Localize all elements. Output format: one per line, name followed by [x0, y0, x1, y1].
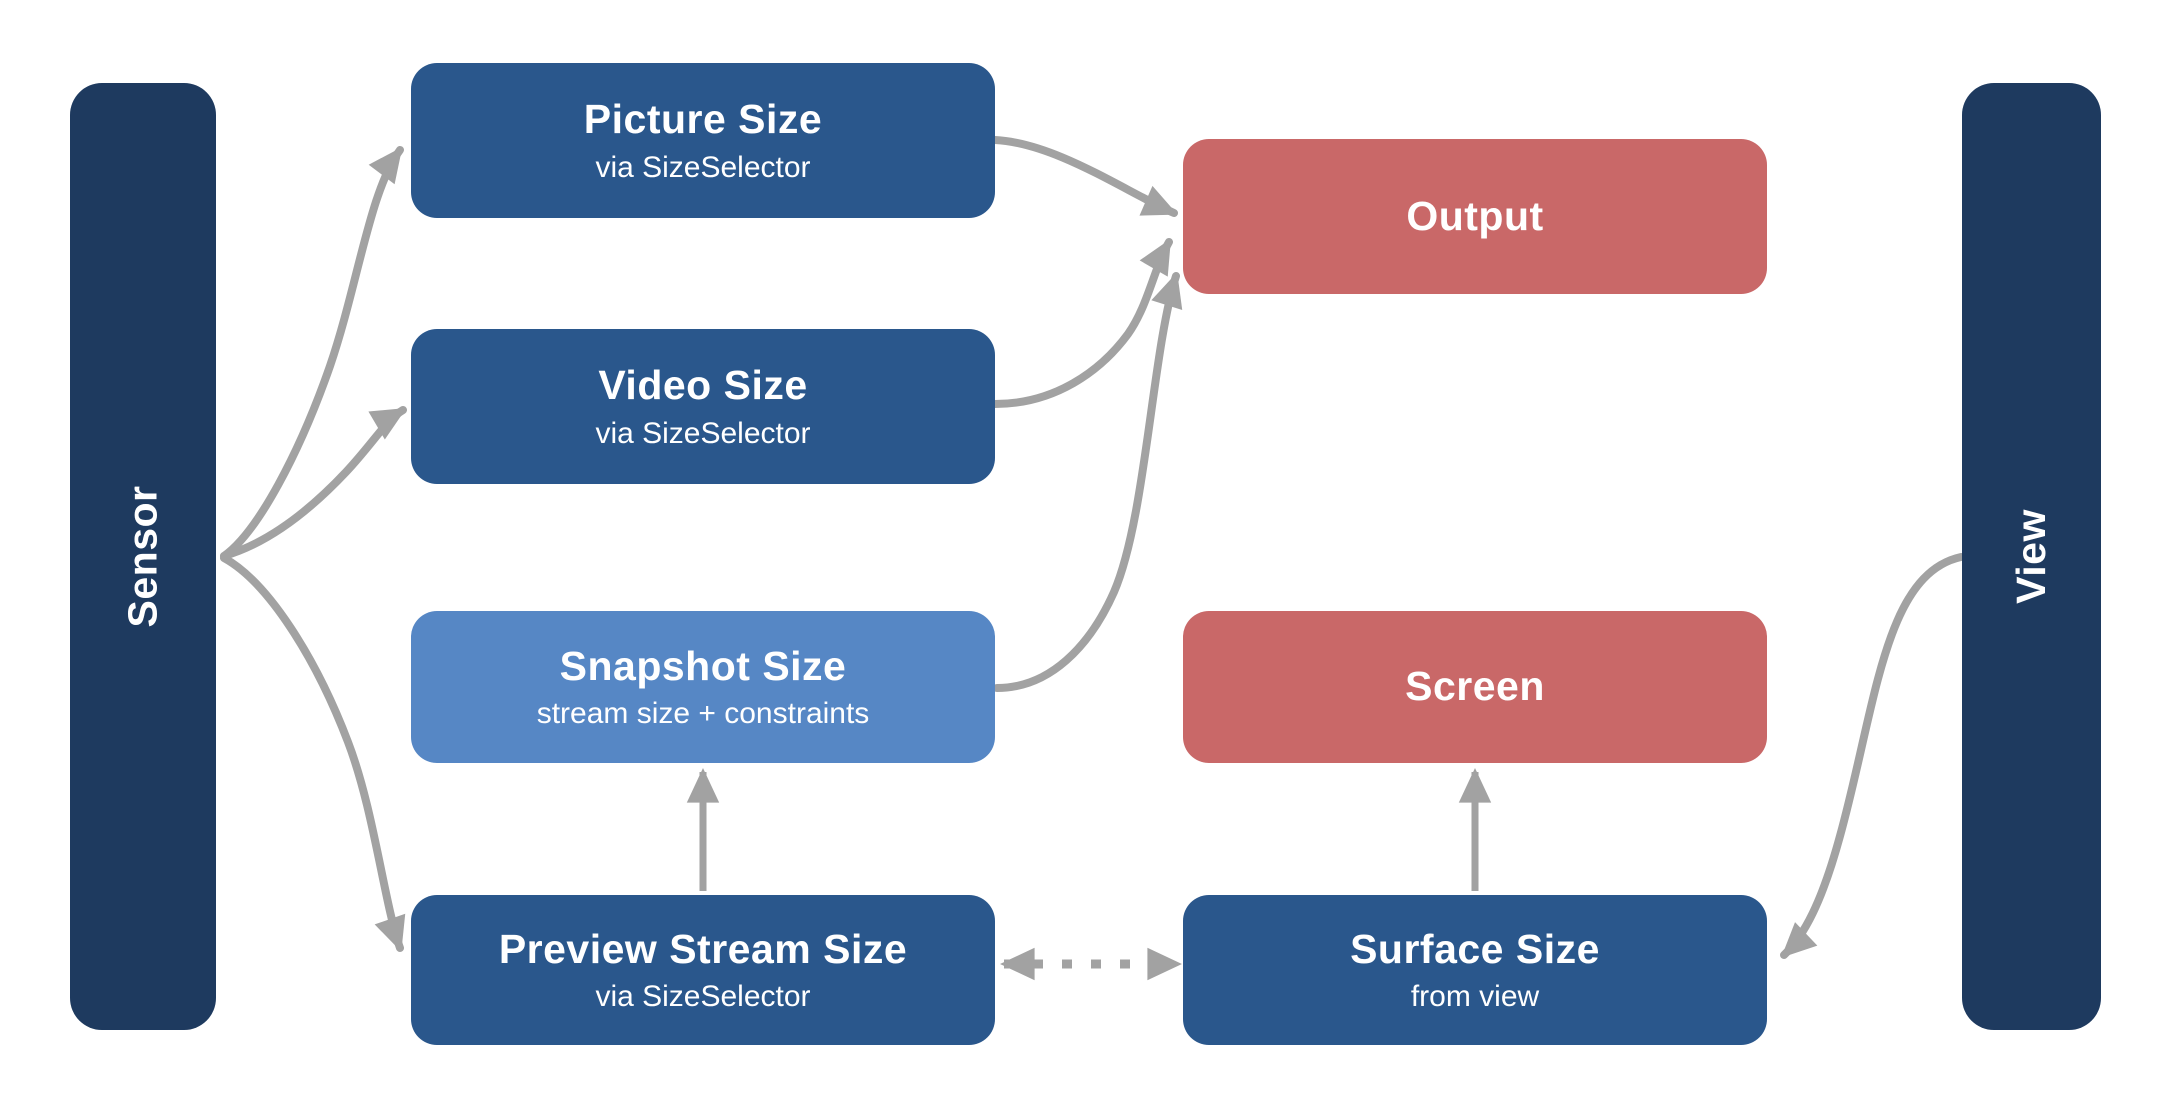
node-subtitle: from view [1410, 980, 1540, 1014]
edge-view-to-surface-size [1780, 553, 1965, 959]
node-title: Preview Stream Size [498, 925, 908, 972]
edge-picture-size-to-output [991, 136, 1178, 217]
node-screen: Screen [1183, 611, 1767, 763]
node-picture-size: Picture Size via SizeSelector [411, 63, 995, 218]
node-subtitle: stream size + constraints [536, 697, 870, 731]
node-video-size: Video Size via SizeSelector [411, 329, 995, 484]
view-bar-label: View [2007, 509, 2054, 604]
node-preview-stream-size: Preview Stream Size via SizeSelector [411, 895, 995, 1045]
node-view-bar: View [1962, 83, 2101, 1030]
sensor-bar-label: Sensor [119, 485, 166, 628]
edge-snapshot-size-to-output [993, 272, 1183, 692]
node-surface-size: Surface Size from view [1183, 895, 1767, 1045]
node-title: Screen [1405, 663, 1545, 710]
node-title: Picture Size [583, 96, 823, 143]
node-subtitle: via SizeSelector [595, 150, 811, 184]
node-title: Surface Size [1350, 925, 1600, 972]
edge-sensor-to-video-size [220, 406, 407, 560]
node-title: Output [1406, 192, 1544, 239]
edge-video-size-to-output [991, 238, 1173, 408]
node-title: Video Size [598, 362, 808, 409]
node-subtitle: via SizeSelector [595, 416, 811, 450]
node-output: Output [1183, 139, 1767, 294]
node-subtitle: via SizeSelector [595, 980, 811, 1014]
node-sensor-bar: Sensor [70, 83, 216, 1030]
edge-sensor-to-picture-size [220, 146, 404, 560]
node-title: Snapshot Size [559, 642, 847, 689]
node-snapshot-size: Snapshot Size stream size + constraints [411, 611, 995, 763]
edge-sensor-to-preview-stream-size [220, 554, 406, 952]
